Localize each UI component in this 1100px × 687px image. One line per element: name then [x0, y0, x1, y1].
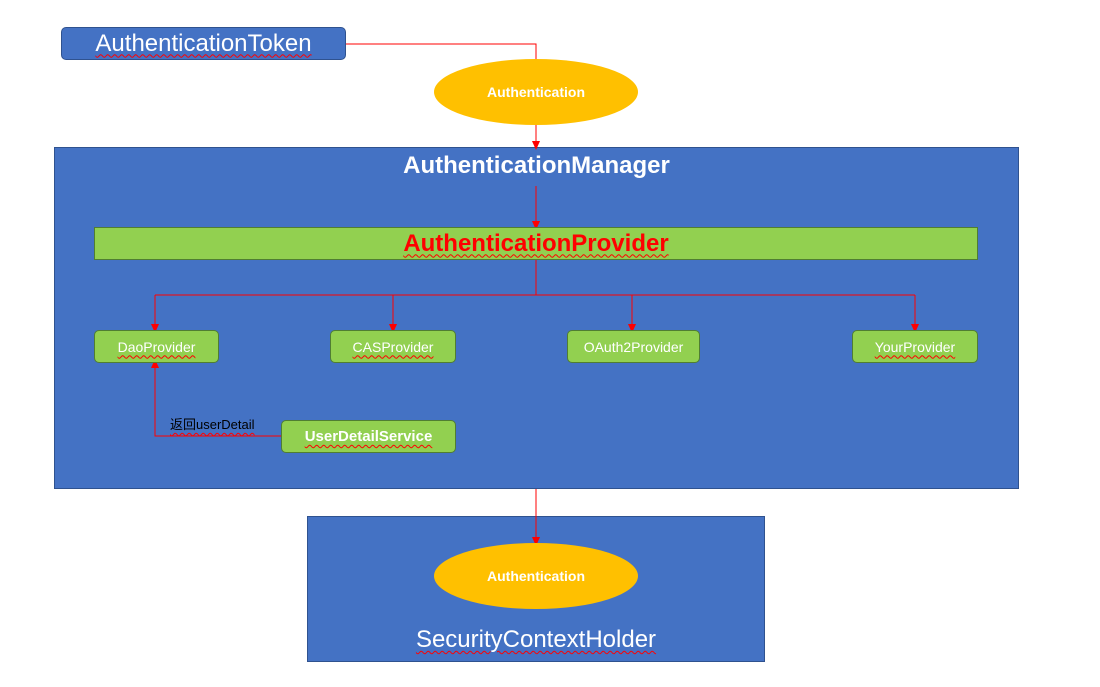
- authentication-ellipse-bottom: Authentication: [434, 543, 638, 609]
- oauth2-provider-label: OAuth2Provider: [583, 338, 684, 355]
- authentication-ellipse-top: Authentication: [434, 59, 638, 125]
- authentication-ellipse-top-label: Authentication: [487, 84, 585, 100]
- authentication-provider-label: AuthenticationProvider: [403, 229, 669, 257]
- user-detail-service-box: UserDetailService: [281, 420, 456, 453]
- user-detail-service-label: UserDetailService: [304, 428, 433, 445]
- authentication-token-label: AuthenticationToken: [95, 29, 312, 57]
- authentication-ellipse-bottom-label: Authentication: [487, 568, 585, 584]
- cas-provider-box: CASProvider: [330, 330, 456, 363]
- cas-provider-label: CASProvider: [352, 338, 434, 355]
- return-user-detail-label: 返回userDetail: [170, 417, 255, 432]
- authentication-manager-title: AuthenticationManager: [403, 152, 670, 179]
- authentication-provider-bar: AuthenticationProvider: [94, 227, 978, 260]
- user-detail-return-arrow: [151, 359, 281, 437]
- your-provider-label: YourProvider: [874, 338, 956, 355]
- dao-provider-box: DaoProvider: [94, 330, 219, 363]
- dao-provider-label: DaoProvider: [117, 338, 196, 355]
- your-provider-box: YourProvider: [852, 330, 978, 363]
- authentication-token-box: AuthenticationToken: [61, 27, 346, 60]
- security-context-holder-title: SecurityContextHolder: [415, 626, 657, 653]
- oauth2-provider-box: OAuth2Provider: [567, 330, 700, 363]
